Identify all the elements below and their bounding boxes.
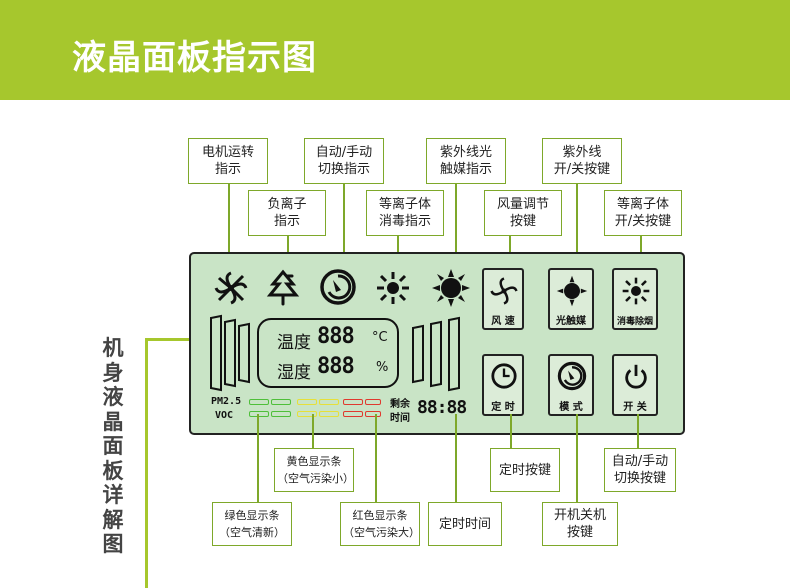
photocatalyst-button-label: 光触媒 (556, 316, 586, 327)
connector-yellow-bar (312, 414, 314, 448)
power-icon (625, 364, 647, 389)
lcd-panel: 风 速 光触媒 消毒除烟 定 时 模 式 开 (189, 252, 685, 435)
humidity-label: 湿度 (277, 363, 311, 383)
label-red-bar: 红色显示条 （空气污染大） (340, 502, 420, 546)
timer-button-label: 定 时 (491, 402, 515, 413)
label-uv-catalyst-indicator: 紫外线光 触媒指示 (426, 138, 506, 184)
power-button-label: 开 关 (623, 402, 647, 413)
mode-icon (557, 361, 587, 391)
plasma-disinfect-button[interactable]: 消毒除烟 (612, 268, 658, 330)
red-bar-voc-2 (365, 411, 381, 417)
label-yellow-bar: 黄色显示条 （空气污染小） (274, 448, 354, 492)
clock-icon (491, 363, 517, 389)
temperature-unit: °C (372, 330, 388, 345)
yellow-bar-voc-2 (319, 411, 339, 417)
sun-icon (556, 275, 588, 307)
temperature-value: 888 (317, 324, 355, 349)
page-title: 液晶面板指示图 (72, 38, 317, 78)
side-divider (145, 338, 148, 588)
yellow-bar-pm25-1 (297, 399, 317, 405)
temperature-label: 温度 (277, 333, 311, 353)
connector-green-bar (257, 414, 259, 502)
label-motor-indicator: 电机运转 指示 (188, 138, 268, 184)
left-segment-bars (210, 314, 250, 392)
green-bar-pm25-1 (249, 399, 269, 405)
green-bar-pm25-2 (271, 399, 291, 405)
photocatalyst-button[interactable]: 光触媒 (548, 268, 594, 330)
label-timer-time: 定时时间 (428, 502, 502, 546)
label-plasma-switch: 等离子体 开/关按键 (604, 190, 682, 236)
label-plasma-indicator: 等离子体 消毒指示 (366, 190, 444, 236)
red-bar-pm25-1 (343, 399, 363, 405)
negative-ion-tree-icon (266, 269, 300, 306)
voc-label: VOC (215, 410, 234, 421)
connector-timer-time (455, 414, 457, 502)
label-auto-manual-key: 自动/手动 切换按键 (604, 448, 676, 492)
plasma-disinfect-button-label: 消毒除烟 (616, 317, 653, 327)
connector-auto-manual (343, 184, 345, 268)
connector-timer-key (510, 414, 512, 448)
timer-button[interactable]: 定 时 (482, 354, 524, 416)
mode-button[interactable]: 模 式 (548, 354, 594, 416)
temp-humidity-display: 温度 888 °C 湿度 888 % (257, 318, 399, 388)
power-button[interactable]: 开 关 (612, 354, 658, 416)
side-title: 机身液晶面板详解图 (102, 336, 124, 556)
remaining-label: 剩余 (390, 399, 410, 410)
label-fan-speed: 风量调节 按键 (484, 190, 562, 236)
timer-digits: 88:88 (417, 397, 467, 418)
label-power-key: 开机关机 按键 (542, 502, 618, 546)
label-timer-key: 定时按键 (490, 448, 560, 492)
motor-fan-icon (214, 271, 248, 305)
green-bar-voc-2 (271, 411, 291, 417)
side-pointer (145, 338, 191, 341)
fan-icon (490, 277, 518, 305)
right-segment-bars (412, 316, 460, 392)
green-bar-voc-1 (249, 411, 269, 417)
header-banner: 液晶面板指示图 (0, 0, 790, 100)
connector-red-bar (375, 414, 377, 502)
humidity-unit: % (376, 360, 389, 375)
pm25-label: PM2.5 (211, 396, 242, 407)
mode-button-label: 模 式 (559, 402, 583, 413)
humidity-value: 888 (317, 354, 355, 379)
yellow-bar-voc-1 (297, 411, 317, 417)
connector-power-key (576, 414, 578, 502)
fan-speed-button-label: 风 速 (491, 316, 515, 327)
fan-speed-button[interactable]: 风 速 (482, 268, 524, 330)
auto-manual-icon (320, 269, 356, 305)
red-bar-voc-1 (343, 411, 363, 417)
label-green-bar: 绿色显示条 （空气清新） (212, 502, 292, 546)
red-bar-pm25-2 (365, 399, 381, 405)
label-auto-manual-indicator: 自动/手动 切换指示 (304, 138, 384, 184)
connector-motor (228, 184, 230, 268)
plasma-button-icon (622, 277, 650, 305)
label-uv-switch: 紫外线 开/关按键 (542, 138, 622, 184)
label-negative-ion: 负离子 指示 (248, 190, 326, 236)
uv-catalyst-sun-icon (432, 269, 470, 307)
connector-uv-catalyst (455, 184, 457, 268)
connector-auto-manual-key (637, 414, 639, 448)
time-label: 时间 (390, 413, 410, 424)
plasma-icon (377, 272, 409, 304)
yellow-bar-pm25-2 (319, 399, 339, 405)
connector-uv-switch (576, 184, 578, 268)
